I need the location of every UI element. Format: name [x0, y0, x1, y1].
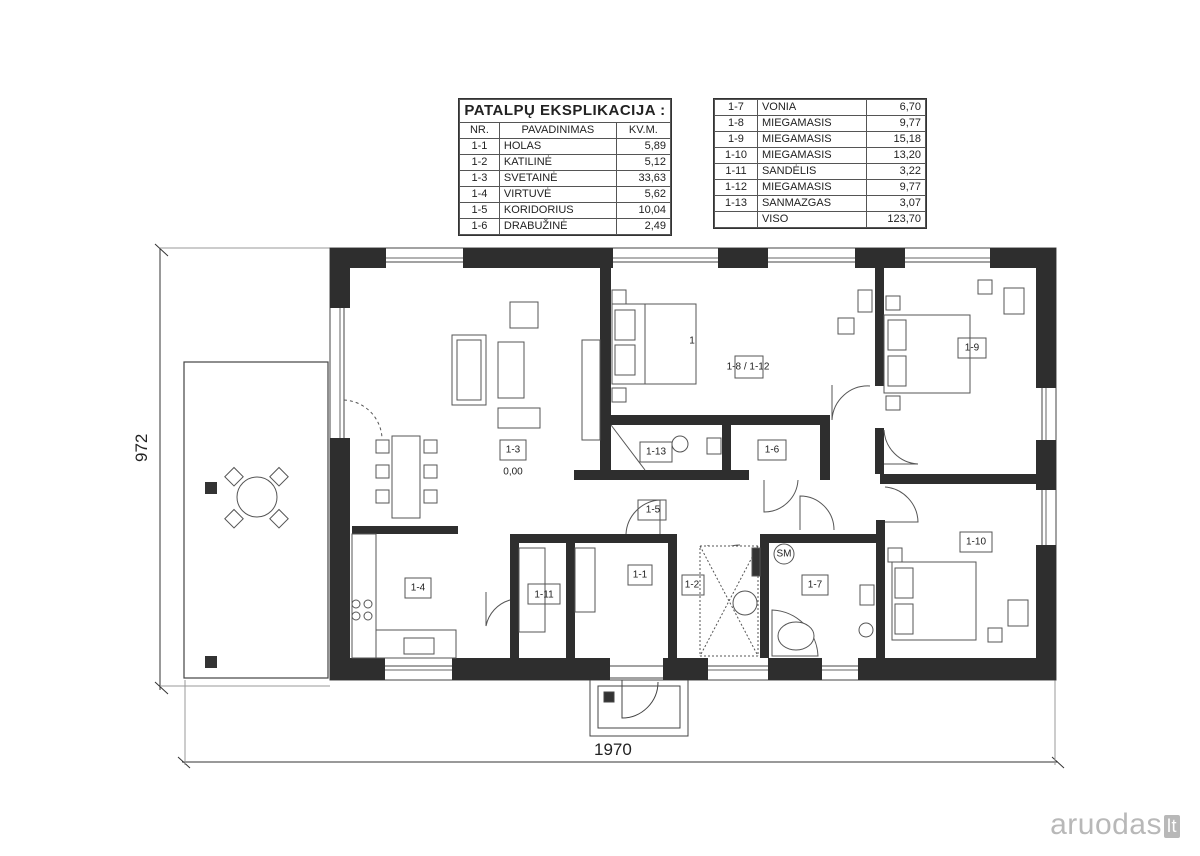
storage-1-11-fixtures [518, 547, 596, 633]
room-label-1-8-1-12: 1-8 / 1-12 [727, 362, 770, 373]
cell-area: 5,89 [615, 138, 672, 155]
cell-area: 13,20 [865, 147, 927, 164]
height-dimension: 972 [132, 433, 151, 462]
total-label: VISO [756, 211, 867, 228]
room-label-1-11: 1-11 [534, 590, 554, 601]
terrace-post [205, 482, 217, 494]
terrace-post [205, 656, 217, 668]
room-label-1-8-partial: 1 [689, 336, 695, 347]
table-row-total: VISO 123,70 [714, 211, 927, 228]
room-label-1-2: 1-2 [685, 580, 700, 591]
room-label-1-7: 1-7 [808, 580, 823, 591]
cell-name: DRABUŽINĖ [498, 218, 617, 235]
width-dimension: 1970 [594, 740, 632, 759]
logo-text: aruodas [1050, 808, 1162, 841]
cell-nr: 1-8 [714, 115, 758, 132]
cell-name: SVETAINĖ [498, 170, 617, 187]
cell-name: HOLAS [498, 138, 617, 155]
total-area: 123,70 [865, 211, 927, 228]
kitchen-fixtures [351, 533, 511, 659]
cell-name: MIEGAMASIS [756, 147, 867, 164]
living-room-furniture [343, 301, 601, 519]
wc-1-13-fixtures [610, 424, 722, 471]
logo-suffix: lt [1164, 814, 1180, 838]
bedroom-1-8-furniture [611, 289, 873, 421]
windows [339, 257, 1047, 671]
cell-nr: 1-3 [459, 170, 500, 187]
cell-name: MIEGAMASIS [756, 179, 867, 196]
cell-area: 33,63 [615, 170, 672, 187]
room-label-1-3: 1-3 [506, 445, 521, 456]
cell-area: 5,12 [615, 154, 672, 171]
cell-nr: 1-4 [459, 186, 500, 203]
cell-nr: 1-10 [714, 147, 758, 164]
entrance-porch [589, 677, 689, 737]
room-level-1-3: 0,00 [503, 467, 523, 478]
label-sm: SM [777, 549, 792, 560]
bathroom-1-7-fixtures [771, 543, 875, 657]
room-label-1-13: 1-13 [646, 447, 666, 458]
cell-area: 15,18 [865, 131, 927, 148]
room-label-1-4: 1-4 [411, 583, 426, 594]
cell-nr: 1-1 [459, 138, 500, 155]
cell-name: KATILINĖ [498, 154, 617, 171]
cell-name: MIEGAMASIS [756, 115, 867, 132]
cell-area: 6,70 [865, 99, 927, 116]
boiler-room-fixtures [699, 545, 761, 657]
room-label-1-6: 1-6 [765, 445, 780, 456]
bedroom-1-9-furniture [883, 279, 1025, 465]
cell-area: 2,49 [615, 218, 672, 235]
explication-table-left: PATALPŲ EKSPLIKACIJA : NR. PAVADINIMAS K… [458, 98, 672, 236]
room-label-1-1: 1-1 [633, 570, 648, 581]
terrace [183, 361, 329, 679]
patio-table-set [224, 466, 289, 529]
bedroom-1-10-furniture [884, 486, 1029, 643]
cell-area: 9,77 [865, 179, 927, 196]
room-label-1-9: 1-9 [965, 343, 980, 354]
header-area: KV.M. [615, 122, 672, 139]
wall-segments [330, 248, 1056, 680]
cell-nr: 1-9 [714, 131, 758, 148]
room-label-1-5: 1-5 [646, 505, 661, 516]
cell-area: 3,22 [865, 163, 927, 180]
room-label-1-10: 1-10 [966, 537, 986, 548]
